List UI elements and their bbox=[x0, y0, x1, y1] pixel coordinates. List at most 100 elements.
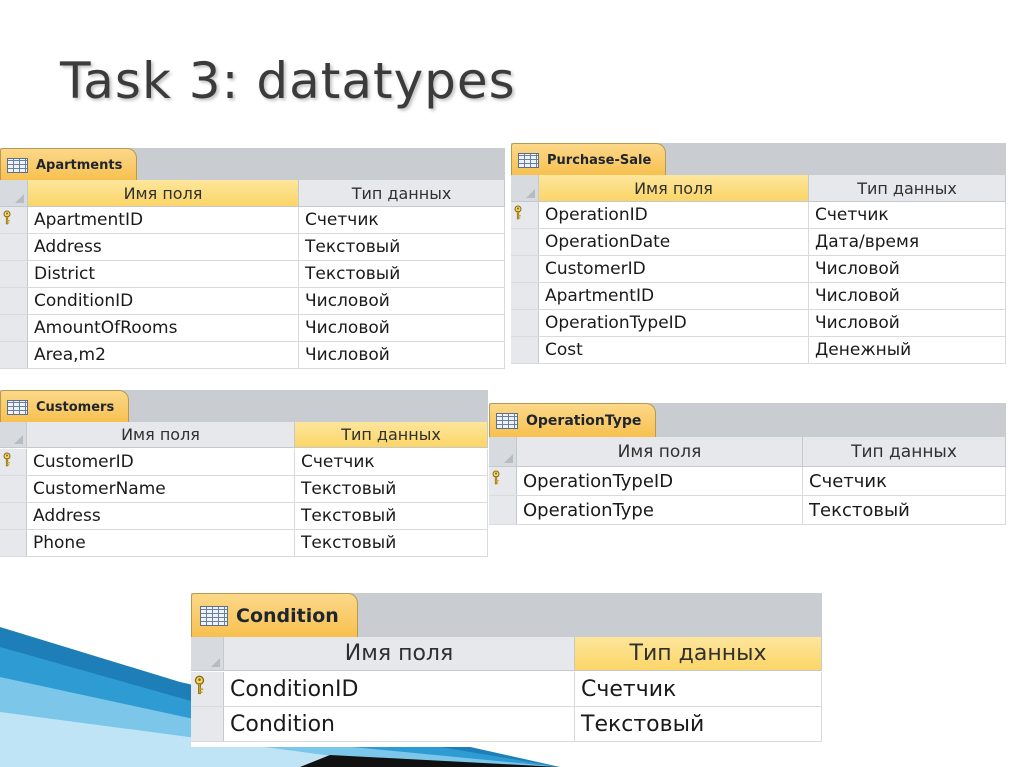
data-type-cell[interactable]: Числовой bbox=[299, 342, 505, 368]
field-name-cell[interactable]: Condition bbox=[224, 707, 575, 741]
row-selector[interactable] bbox=[0, 315, 28, 341]
table-row[interactable]: Address Текстовый bbox=[0, 234, 505, 261]
row-selector[interactable] bbox=[0, 449, 27, 475]
data-type-cell[interactable]: Числовой bbox=[299, 315, 505, 341]
row-selector[interactable] bbox=[511, 256, 539, 282]
data-type-cell[interactable]: Текстовый bbox=[295, 476, 488, 502]
data-type-cell[interactable]: Счетчик bbox=[295, 449, 488, 475]
field-name-cell[interactable]: Address bbox=[27, 503, 295, 529]
header-field-name[interactable]: Имя поля bbox=[28, 180, 299, 206]
data-type-cell[interactable]: Числовой bbox=[809, 283, 1006, 309]
field-name-cell[interactable]: Address bbox=[28, 234, 299, 260]
row-selector[interactable] bbox=[0, 476, 27, 502]
table-row[interactable]: District Текстовый bbox=[0, 261, 505, 288]
data-type-cell[interactable]: Числовой bbox=[809, 310, 1006, 336]
row-selector[interactable] bbox=[511, 229, 539, 255]
row-selector[interactable] bbox=[489, 496, 517, 524]
field-name-cell[interactable]: Phone bbox=[27, 530, 295, 556]
table-row[interactable]: ApartmentID Числовой bbox=[511, 283, 1006, 310]
header-data-type[interactable]: Тип данных bbox=[803, 437, 1006, 466]
field-name-cell[interactable]: CustomerID bbox=[27, 449, 295, 475]
tab-operation-type[interactable]: OperationType bbox=[489, 403, 657, 438]
row-selector[interactable] bbox=[511, 337, 539, 363]
field-name-cell[interactable]: OperationTypeID bbox=[539, 310, 809, 336]
header-data-type[interactable]: Тип данных bbox=[575, 637, 822, 670]
header-field-name[interactable]: Имя поля bbox=[224, 637, 575, 670]
data-type-cell[interactable]: Числовой bbox=[809, 256, 1006, 282]
tab-purchase-sale[interactable]: Purchase-Sale bbox=[511, 143, 667, 176]
data-type-cell[interactable]: Текстовый bbox=[575, 707, 822, 741]
row-selector[interactable] bbox=[191, 672, 224, 706]
row-selector[interactable] bbox=[0, 234, 28, 260]
row-selector[interactable] bbox=[511, 283, 539, 309]
field-name-cell[interactable]: OperationID bbox=[539, 202, 809, 228]
field-name-cell[interactable]: ConditionID bbox=[28, 288, 299, 314]
tab-apartments[interactable]: Apartments bbox=[0, 148, 138, 181]
field-name-cell[interactable]: AmountOfRooms bbox=[28, 315, 299, 341]
field-name-cell[interactable]: OperationTypeID bbox=[517, 467, 803, 495]
select-all-cell[interactable] bbox=[489, 437, 517, 466]
data-type-cell[interactable]: Текстовый bbox=[295, 503, 488, 529]
table-row[interactable]: OperationID Счетчик bbox=[511, 202, 1006, 229]
table-row[interactable]: Cost Денежный bbox=[511, 337, 1006, 364]
field-name-cell[interactable]: Cost bbox=[539, 337, 809, 363]
header-data-type[interactable]: Тип данных bbox=[809, 175, 1006, 201]
field-name-cell[interactable]: District bbox=[28, 261, 299, 287]
header-field-name[interactable]: Имя поля bbox=[27, 422, 295, 447]
data-type-cell[interactable]: Текстовый bbox=[295, 530, 488, 556]
table-row[interactable]: OperationDate Дата/время bbox=[511, 229, 1006, 256]
table-row[interactable]: ApartmentID Счетчик bbox=[0, 207, 505, 234]
row-selector[interactable] bbox=[0, 342, 28, 368]
tab-condition[interactable]: Condition bbox=[191, 593, 358, 638]
data-type-cell[interactable]: Счетчик bbox=[803, 467, 1006, 495]
data-type-cell[interactable]: Счетчик bbox=[299, 207, 505, 233]
row-selector[interactable] bbox=[489, 467, 517, 495]
select-all-cell[interactable] bbox=[511, 175, 539, 201]
header-data-type[interactable]: Тип данных bbox=[299, 180, 505, 206]
data-type-cell[interactable]: Денежный bbox=[809, 337, 1006, 363]
table-row[interactable]: OperationType Текстовый bbox=[489, 496, 1006, 525]
data-type-cell[interactable]: Текстовый bbox=[299, 234, 505, 260]
row-selector[interactable] bbox=[0, 207, 28, 233]
table-row[interactable]: ConditionID Счетчик bbox=[191, 672, 822, 707]
field-name-cell[interactable]: OperationType bbox=[517, 496, 803, 524]
field-name-cell[interactable]: ApartmentID bbox=[539, 283, 809, 309]
row-selector[interactable] bbox=[0, 261, 28, 287]
table-row[interactable]: CustomerID Счетчик bbox=[0, 449, 488, 476]
table-row[interactable]: Address Текстовый bbox=[0, 503, 488, 530]
data-type-cell[interactable]: Счетчик bbox=[575, 672, 822, 706]
table-row[interactable]: OperationTypeID Числовой bbox=[511, 310, 1006, 337]
header-field-name[interactable]: Имя поля bbox=[517, 437, 803, 466]
row-selector[interactable] bbox=[0, 530, 27, 556]
select-all-cell[interactable] bbox=[0, 180, 28, 206]
data-type-cell[interactable]: Счетчик bbox=[809, 202, 1006, 228]
table-row[interactable]: ConditionID Числовой bbox=[0, 288, 505, 315]
data-type-cell[interactable]: Текстовый bbox=[803, 496, 1006, 524]
field-name-cell[interactable]: CustomerName bbox=[27, 476, 295, 502]
data-type-cell[interactable]: Текстовый bbox=[299, 261, 505, 287]
select-all-cell[interactable] bbox=[191, 637, 224, 670]
row-selector[interactable] bbox=[191, 707, 224, 741]
table-row[interactable]: CustomerID Числовой bbox=[511, 256, 1006, 283]
data-type-cell[interactable]: Дата/время bbox=[809, 229, 1006, 255]
row-selector[interactable] bbox=[0, 288, 28, 314]
header-data-type[interactable]: Тип данных bbox=[295, 422, 488, 447]
tab-customers[interactable]: Customers bbox=[0, 390, 130, 423]
row-selector[interactable] bbox=[511, 202, 539, 228]
data-type-cell[interactable]: Числовой bbox=[299, 288, 505, 314]
row-selector[interactable] bbox=[0, 503, 27, 529]
table-row[interactable]: Phone Текстовый bbox=[0, 530, 488, 557]
field-name-cell[interactable]: Area,m2 bbox=[28, 342, 299, 368]
field-name-cell[interactable]: ApartmentID bbox=[28, 207, 299, 233]
row-selector[interactable] bbox=[511, 310, 539, 336]
field-name-cell[interactable]: CustomerID bbox=[539, 256, 809, 282]
header-field-name[interactable]: Имя поля bbox=[539, 175, 809, 201]
field-name-cell[interactable]: OperationDate bbox=[539, 229, 809, 255]
table-row[interactable]: OperationTypeID Счетчик bbox=[489, 467, 1006, 496]
table-row[interactable]: Area,m2 Числовой bbox=[0, 342, 505, 369]
select-all-cell[interactable] bbox=[0, 422, 27, 447]
table-row[interactable]: CustomerName Текстовый bbox=[0, 476, 488, 503]
table-row[interactable]: AmountOfRooms Числовой bbox=[0, 315, 505, 342]
table-row[interactable]: Condition Текстовый bbox=[191, 707, 822, 742]
field-name-cell[interactable]: ConditionID bbox=[224, 672, 575, 706]
